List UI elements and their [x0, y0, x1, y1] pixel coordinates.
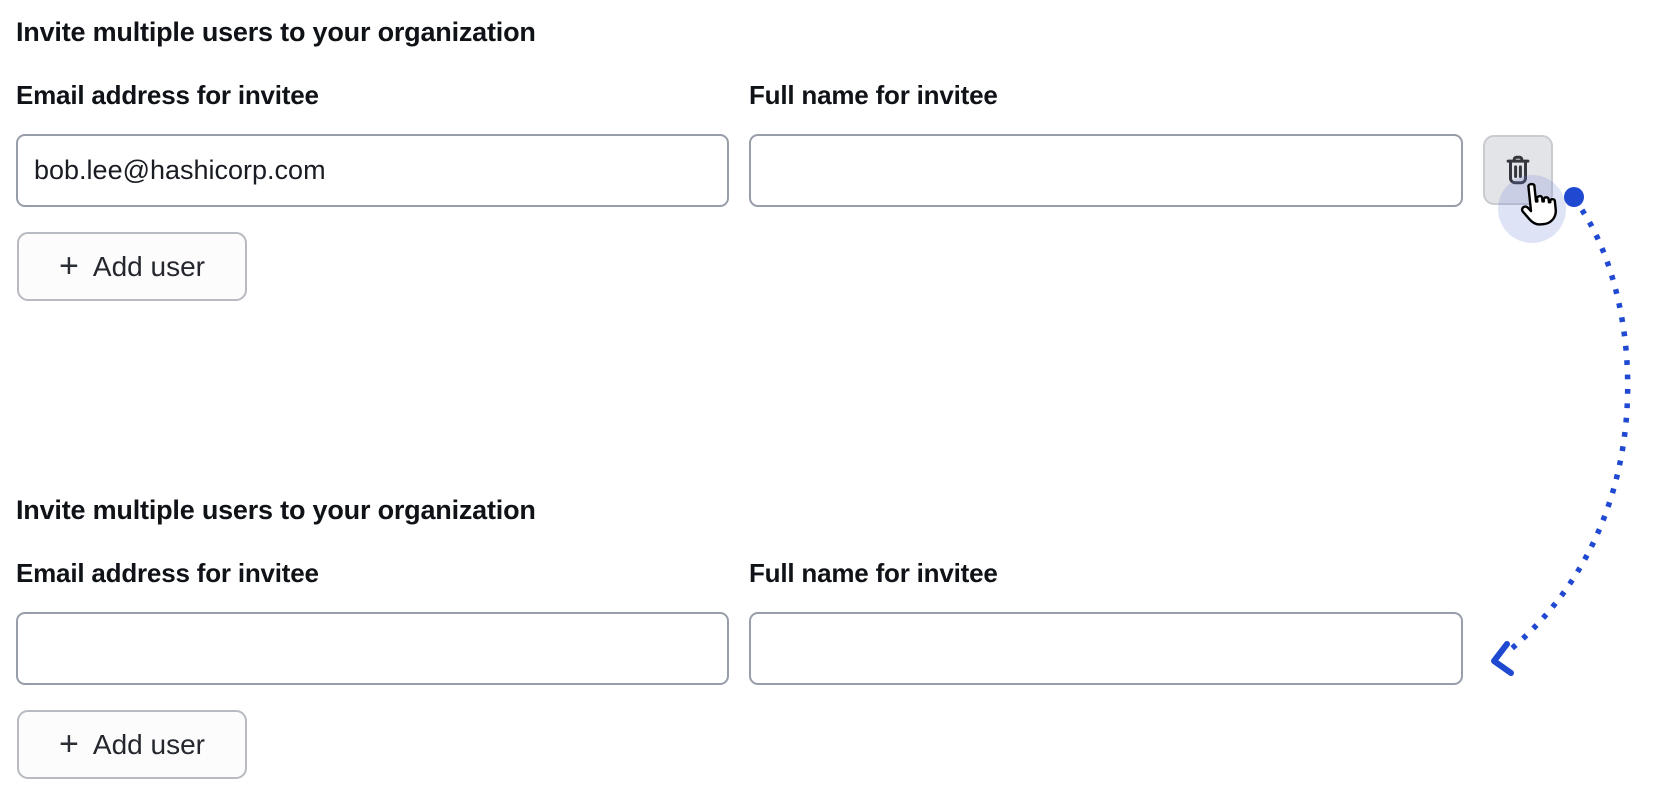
invite-form-after: Invite multiple users to your organizati… — [0, 478, 1672, 798]
full-name-label: Full name for invitee — [749, 558, 998, 588]
full-name-label: Full name for invitee — [749, 80, 998, 110]
email-input[interactable] — [16, 134, 729, 207]
section-title: Invite multiple users to your organizati… — [16, 495, 536, 525]
email-label: Email address for invitee — [16, 558, 319, 588]
add-user-label: Add user — [92, 250, 205, 282]
email-label: Email address for invitee — [16, 80, 319, 110]
plus-icon: + — [59, 724, 79, 763]
trash-icon — [1506, 155, 1530, 185]
invite-form-before: Invite multiple users to your organizati… — [0, 0, 1672, 320]
email-input[interactable] — [16, 612, 729, 685]
add-user-label: Add user — [92, 728, 205, 760]
delete-row-button[interactable] — [1483, 135, 1553, 205]
add-user-button[interactable]: + Add user — [17, 232, 247, 301]
plus-icon: + — [59, 246, 79, 285]
add-user-button[interactable]: + Add user — [17, 710, 247, 779]
section-title: Invite multiple users to your organizati… — [16, 17, 536, 47]
full-name-input[interactable] — [749, 134, 1463, 207]
full-name-input[interactable] — [749, 612, 1463, 685]
